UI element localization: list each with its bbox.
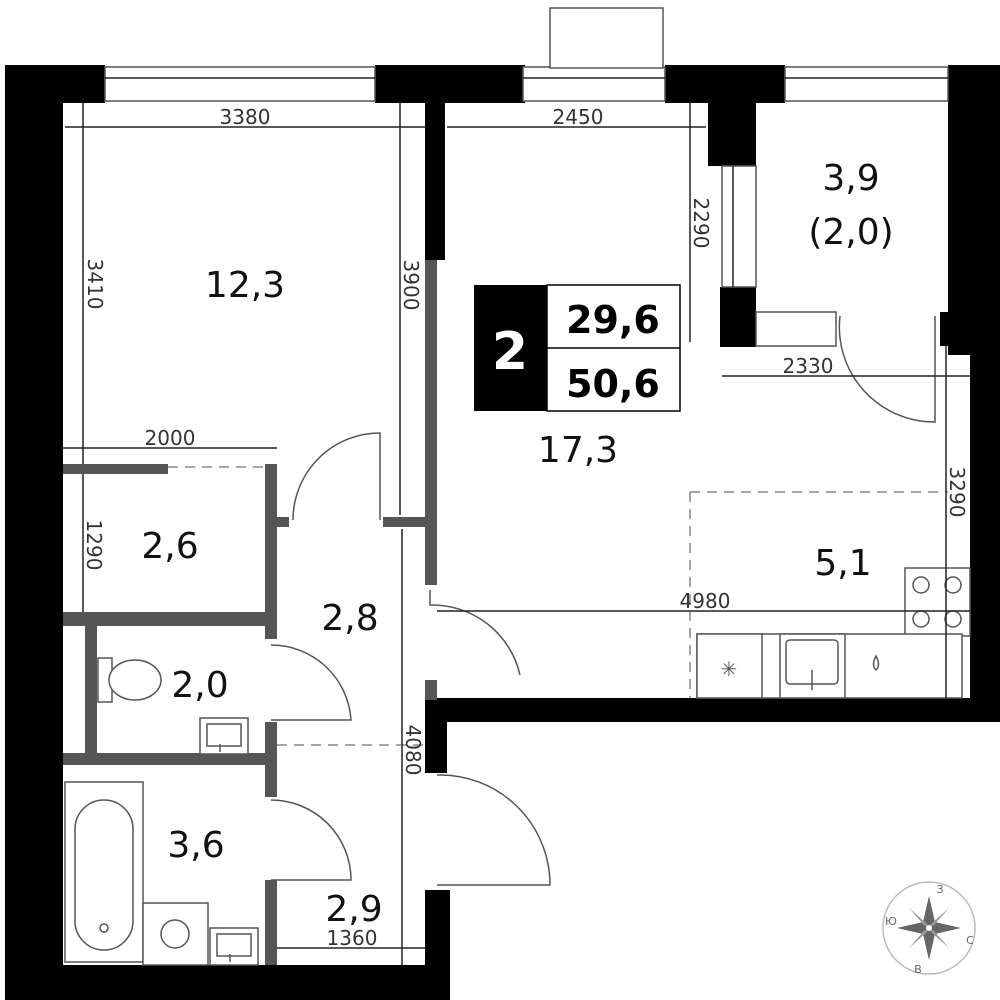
dimension-labels: 3380 3410 3900 2450 2290 2330 3290 2000 …: [82, 105, 969, 950]
partition-living-entry: [425, 680, 437, 700]
area-toilet: 2,0: [171, 665, 228, 706]
bathtub: [64, 781, 144, 963]
compass-west-label: Ю: [885, 915, 897, 928]
window-living: [522, 66, 666, 102]
dim-storage-depth: 1290: [82, 520, 106, 571]
compass-north-label: З: [936, 883, 943, 896]
kitchen-sink: [779, 633, 846, 699]
partition-storage-right: [265, 464, 277, 639]
fridge: ✳: [696, 633, 763, 699]
gas-icon: [872, 654, 880, 672]
dimension-lines: [63, 103, 970, 965]
doors: [270, 315, 936, 886]
washing-machine: [142, 902, 209, 966]
stove: [904, 567, 971, 637]
compass-east-label: С: [966, 934, 974, 947]
compass-ring: [882, 881, 976, 975]
door-balcony: [838, 315, 936, 423]
wall-top-mid: [375, 65, 525, 103]
door-living: [429, 590, 521, 676]
window-balcony: [784, 66, 949, 102]
badge-total-area: 50,6: [566, 362, 660, 406]
wall-bottom: [5, 965, 450, 1000]
partition-bedroom-living: [425, 260, 437, 585]
partition-bath-right: [265, 722, 277, 797]
wall-top-right: [665, 65, 785, 103]
door-bedroom: [292, 432, 381, 521]
area-corridor: 2,8: [321, 598, 378, 639]
partition-corridor-top: [383, 517, 437, 527]
windows: [104, 7, 949, 347]
fixtures: ✳: [64, 567, 971, 966]
wall-mid-upper: [425, 100, 445, 260]
zone-lines: [168, 466, 948, 746]
area-balcony: 3,9: [822, 158, 879, 199]
area-bathroom: 3,6: [167, 825, 224, 866]
area-labels: 12,3 3,9 (2,0) 17,3 5,1 2,6 2,8 2,0 3,6 …: [141, 158, 893, 930]
partition-hall-left: [265, 880, 277, 965]
window-balcony-side: [721, 165, 757, 288]
wall-balcony-left-top: [708, 100, 756, 166]
wall-balcony-stub: [940, 312, 970, 346]
summary-badge: 2 29,6 50,6: [474, 284, 681, 412]
dim-living-total-width: 4980: [680, 589, 731, 613]
svg-text:✳: ✳: [721, 657, 738, 681]
area-bedroom: 12,3: [205, 265, 285, 306]
wall-balcony-right: [948, 65, 970, 355]
partitions: [63, 260, 437, 965]
partition-toilet-bottom: [63, 753, 277, 765]
dim-storage-width: 2000: [145, 426, 196, 450]
window-balcony-door: [755, 311, 837, 347]
door-toilet: [270, 644, 352, 721]
dim-living-width: 2450: [553, 105, 604, 129]
area-balcony-reduced: (2,0): [808, 212, 893, 253]
dim-corridor-length: 4080: [401, 725, 425, 776]
toilet: [97, 657, 162, 703]
badge-rooms-count: 2: [492, 322, 528, 382]
wall-entry-right: [425, 890, 450, 1000]
dim-hall-width: 1360: [327, 926, 378, 950]
door-bathroom: [270, 799, 352, 881]
washbasin-toilet: [199, 717, 249, 755]
outer-walls: [5, 65, 1000, 1000]
washbasin-bath: [209, 927, 259, 966]
door-entrance: [436, 774, 551, 886]
dim-bedroom-depth: 3410: [83, 259, 107, 310]
wall-entry-left: [425, 698, 447, 773]
partition-storage-top: [63, 464, 168, 474]
dim-bedroom-width: 3380: [220, 105, 271, 129]
wall-lower-right: [425, 698, 1000, 722]
badge-rooms-box: [474, 285, 547, 411]
wall-balcony-left-bottom: [720, 287, 756, 347]
area-kitchen: 5,1: [814, 543, 871, 584]
area-storage: 2,6: [141, 526, 198, 567]
dim-living-window-wall: 2290: [689, 198, 713, 249]
window-living-bay: [549, 7, 664, 69]
dim-balcony-width: 2330: [783, 354, 834, 378]
wall-left: [5, 65, 63, 1000]
window-bedroom: [104, 66, 376, 102]
compass-rose: З В Ю С: [882, 881, 976, 976]
partition-door-stub: [277, 517, 289, 527]
partition-storage-bottom: [63, 612, 277, 626]
partition-toilet-left: [85, 626, 97, 761]
dim-bedroom-wall: 3900: [399, 260, 423, 311]
wall-right: [970, 65, 1000, 722]
area-hall: 2,9: [325, 889, 382, 930]
dim-kitchen-depth: 3290: [945, 467, 969, 518]
compass-south-label: В: [914, 963, 922, 976]
area-living: 17,3: [538, 430, 618, 471]
badge-living-area: 29,6: [566, 298, 660, 342]
